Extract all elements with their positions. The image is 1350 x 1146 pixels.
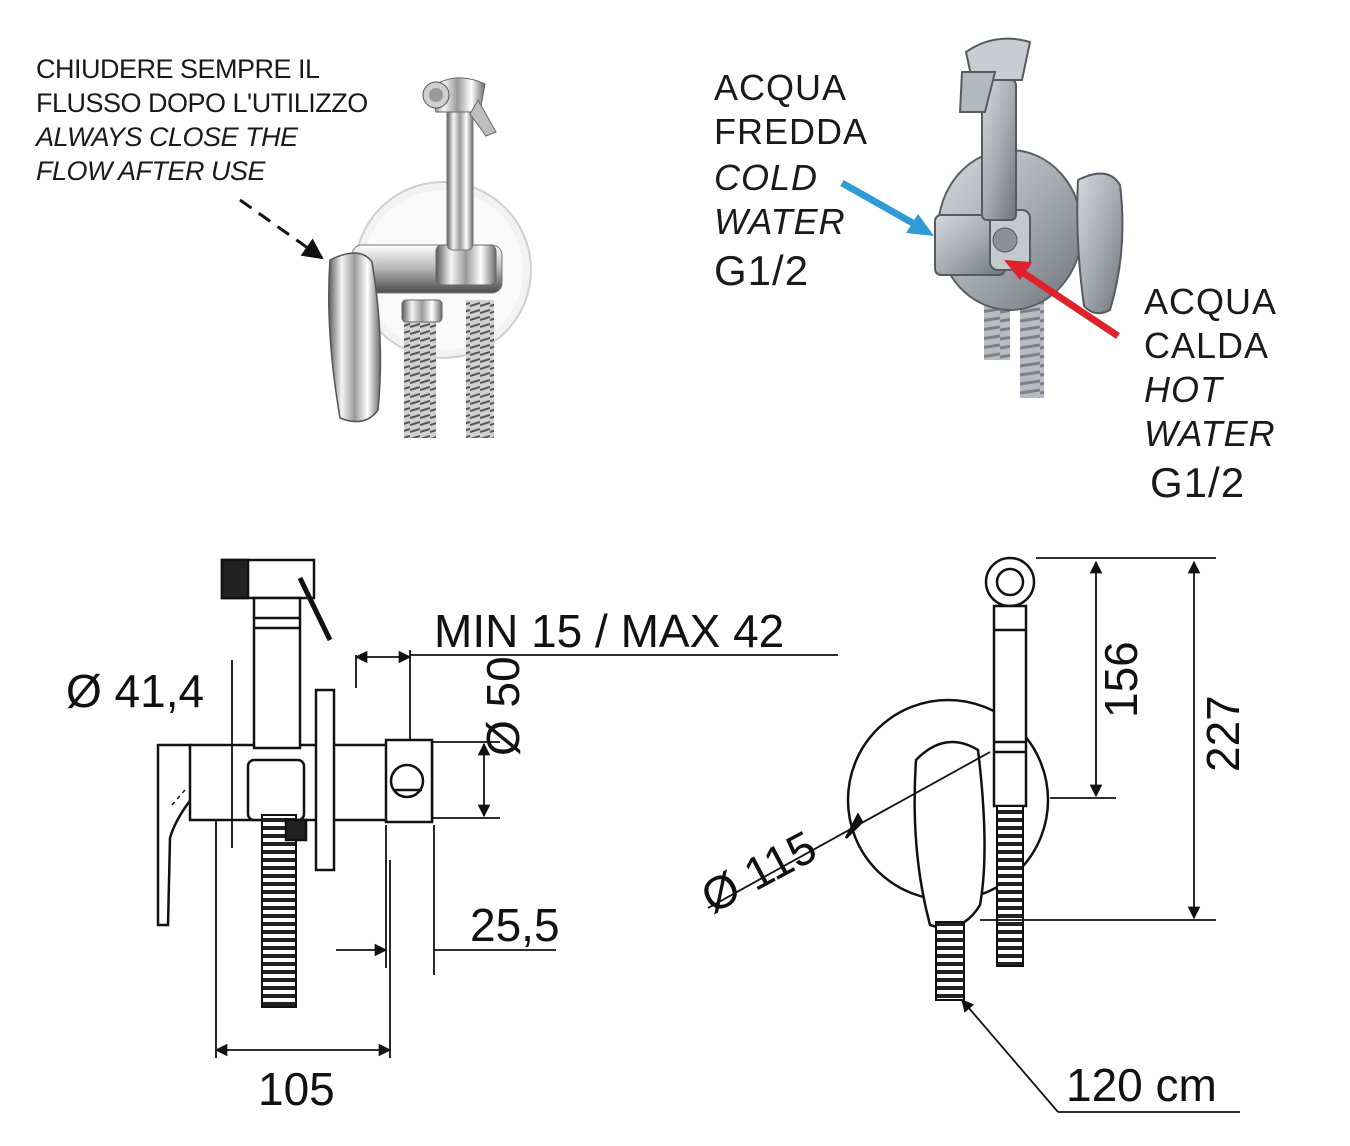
note-close-en-line2: FLOW AFTER USE [36,156,266,186]
dim-height-shower: 156 [1095,641,1147,718]
cold-label-it-2: FREDDA [714,111,869,152]
note-close-it-line2: FLUSSO DOPO L'UTILIZZO [36,88,368,118]
note-close-it-line1: CHIUDERE SEMPRE IL [36,54,320,84]
dim-diam-small: Ø 41,4 [66,665,205,717]
hot-thread-size: G1/2 [1150,459,1246,506]
mixer-render-photo [934,37,1124,398]
dashed-arrow-icon [239,198,324,260]
front-view-drawing [707,556,1240,1113]
cold-label-en-2: WATER [714,201,846,242]
side-view-drawing [156,558,838,1058]
cold-arrow-icon [840,179,920,230]
cold-label-en-1: COLD [714,157,819,198]
hot-label-it-2: CALDA [1144,325,1270,366]
dim-diam-body: Ø 50 [477,656,529,756]
cold-label-it-1: ACQUA [714,67,848,108]
hot-label-it-1: ACQUA [1144,281,1278,322]
note-close-en-line1: ALWAYS CLOSE THE [36,122,298,152]
cold-thread-size: G1/2 [714,247,810,294]
dim-depth-cap: 25,5 [470,899,560,951]
dim-wall-range: MIN 15 / MAX 42 [434,605,785,657]
dim-depth-total: 105 [258,1063,335,1115]
dim-hose-length: 120 cm [1066,1059,1217,1111]
chrome-mixer-photo [328,77,532,438]
dim-height-total: 227 [1197,695,1249,772]
hot-label-en-1: HOT [1144,369,1223,410]
hot-label-en-2: WATER [1144,413,1276,454]
hot-arrow-icon [1020,269,1120,339]
